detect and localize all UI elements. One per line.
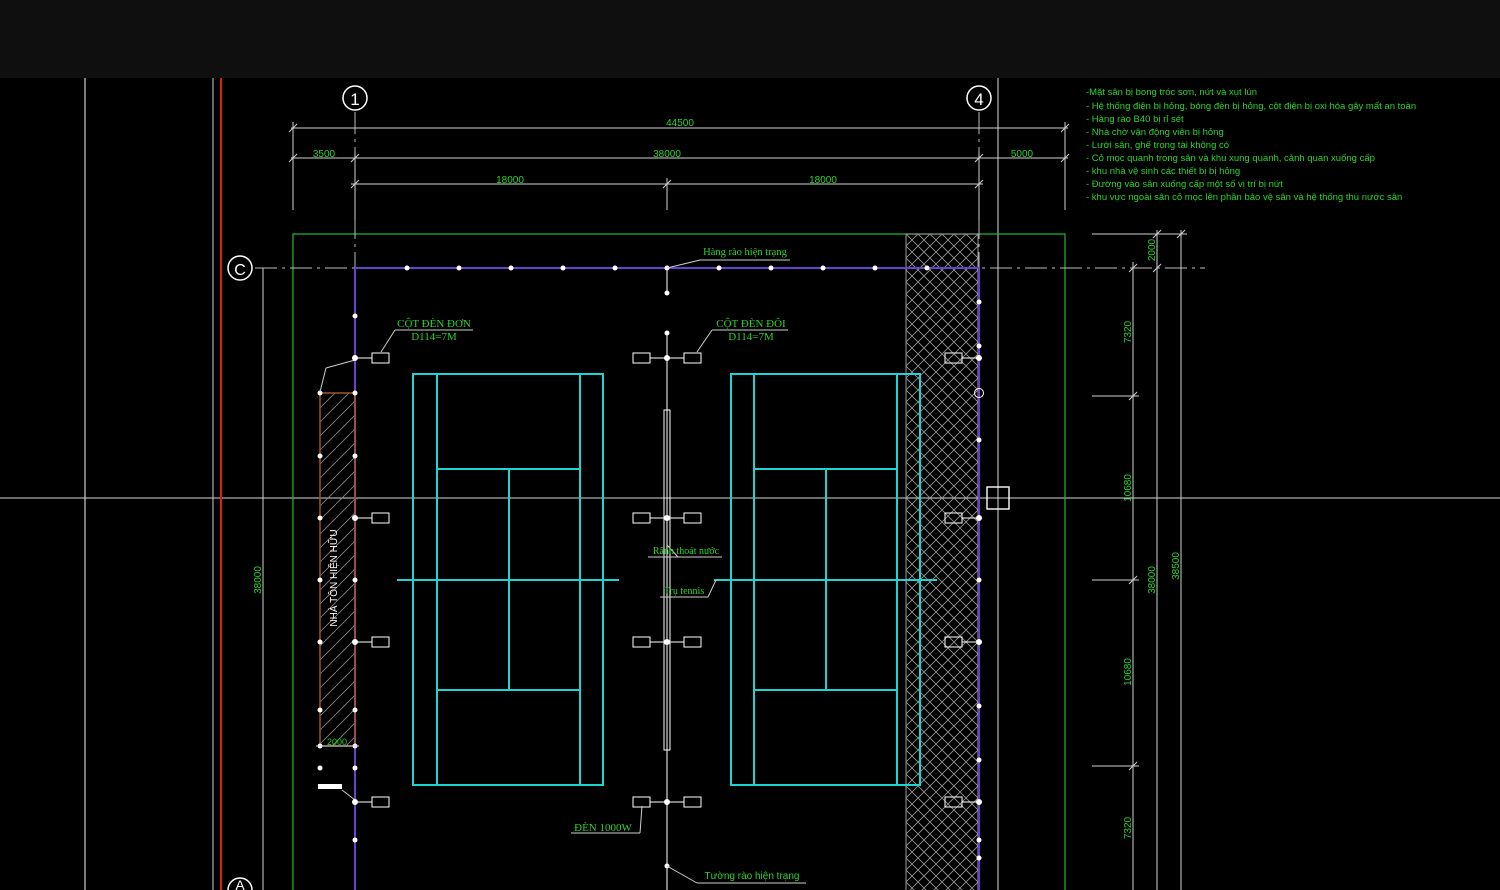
dim-right-10680-a: 10680 — [1123, 474, 1134, 502]
grid-bubble-1: 1 — [342, 85, 368, 111]
svg-text:1: 1 — [350, 90, 359, 109]
top-toolbar — [0, 0, 1500, 78]
pole-base — [976, 639, 982, 645]
note-line: - Hàng rào B40 bị rỉ sét — [1086, 114, 1184, 125]
lamp-fixture — [632, 512, 651, 524]
pole-base — [664, 515, 670, 521]
lamp-fixture — [632, 352, 651, 364]
pole-base — [976, 515, 982, 521]
lamp-fixture — [944, 512, 963, 524]
pole-base — [664, 799, 670, 805]
cursor-pickbox — [986, 486, 1010, 510]
dim-bottom-2000: 2000 — [327, 737, 347, 747]
note-line: - khu nhà vệ sinh các thiết bị bị hỏng — [1086, 166, 1240, 177]
shed-dim — [316, 359, 359, 801]
shed-corner-points — [317, 390, 358, 771]
lamp-fixture — [944, 352, 963, 364]
dim-left: 3500 — [313, 149, 336, 160]
note-line: - Nhà chờ vận động viên bị hỏng — [1086, 127, 1224, 138]
leader-lines — [380, 259, 806, 884]
dim-half-a: 18000 — [496, 175, 524, 186]
crosshair-cursor — [0, 78, 1500, 890]
site-boundary — [292, 233, 1066, 890]
pole-base — [352, 355, 358, 361]
note-line: -Mặt sân bị bong tróc sơn, nứt và xụt lú… — [1086, 87, 1257, 98]
dim-right: 5000 — [1011, 149, 1034, 160]
lamp-fixture — [944, 796, 963, 808]
lamp-fixture — [944, 636, 963, 648]
shed-door-marker — [318, 784, 342, 789]
pole-double-title: CỘT ĐÈN ĐÔI — [716, 318, 786, 330]
light-poles — [352, 352, 982, 808]
planting-strip — [905, 233, 979, 890]
grid-bubble-c: C — [227, 255, 253, 281]
pole-base — [664, 355, 670, 361]
pole-base — [664, 639, 670, 645]
note-line: - Đường vào sân xuống cấp một số vị trí … — [1086, 179, 1283, 190]
dim-right-10680-b: 10680 — [1123, 658, 1134, 686]
notes-block: -Mặt sân bị bong tróc sơn, nứt và xụt lú… — [1086, 87, 1416, 203]
note-line: - Cỏ mọc quanh trong sân và khu xung qua… — [1086, 153, 1375, 164]
fence-top-label: Hàng rào hiện trạng — [703, 247, 787, 258]
drain-label: Rãnh thoát nước — [653, 546, 720, 557]
dim-total: 44500 — [666, 118, 694, 129]
lamp-fixture — [371, 352, 390, 364]
note-line: - Hệ thống điện bị hỏng, bóng đèn bị hỏn… — [1086, 101, 1416, 112]
lamp-fixture — [371, 796, 390, 808]
lamp-fixture — [683, 352, 702, 364]
lamp-fixture — [632, 636, 651, 648]
dim-right-38000: 38000 — [1147, 566, 1158, 594]
fence-gate-marker — [974, 388, 984, 398]
pole-base — [352, 639, 358, 645]
lamp-fixture — [371, 512, 390, 524]
pole-double-spec: D114=7M — [728, 331, 774, 343]
svg-text:A: A — [235, 877, 245, 890]
svg-text:C: C — [234, 262, 246, 279]
existing-shed — [319, 392, 356, 747]
dim-right-7320-a: 7320 — [1123, 320, 1134, 343]
lamp-fixture — [683, 512, 702, 524]
svg-text:4: 4 — [974, 90, 983, 109]
shed-label: NHÀ TÔN HIỆN HỮU — [327, 529, 340, 626]
lamp-label: ĐÈN 1000W — [574, 822, 632, 834]
grid-bubble-a: A — [227, 877, 253, 890]
note-line: - Lưới sân, ghế trọng tài không có — [1086, 140, 1229, 151]
dim-right-38500: 38500 — [1171, 552, 1182, 580]
pole-single-spec: D114=7M — [411, 331, 457, 343]
dim-half-b: 18000 — [809, 175, 837, 186]
pole-base — [976, 799, 982, 805]
dim-left-38000: 38000 — [253, 566, 264, 594]
pole-base — [352, 799, 358, 805]
center-drain — [663, 268, 671, 890]
dim-right-7320-b: 7320 — [1123, 816, 1134, 839]
dim-right-top: 2000 — [1147, 238, 1158, 261]
lamp-fixture — [371, 636, 390, 648]
right-dimensions — [1092, 229, 1187, 890]
lamp-fixture — [683, 636, 702, 648]
fence-bottom-label: Tường rào hiện trạng — [705, 871, 800, 882]
pole-single-title: CỘT ĐÈN ĐƠN — [397, 318, 471, 330]
dim-mid: 38000 — [653, 149, 681, 160]
lamp-fixture — [683, 796, 702, 808]
pole-base — [976, 355, 982, 361]
top-dimensions — [288, 122, 1070, 220]
lamp-fixture — [632, 796, 651, 808]
post-label: Trụ tennis — [664, 586, 705, 597]
pole-base — [352, 515, 358, 521]
grid-bubble-4: 4 — [966, 85, 992, 111]
note-line: - khu vực ngoài sân cỏ mọc lên phần bảo … — [1086, 192, 1402, 203]
